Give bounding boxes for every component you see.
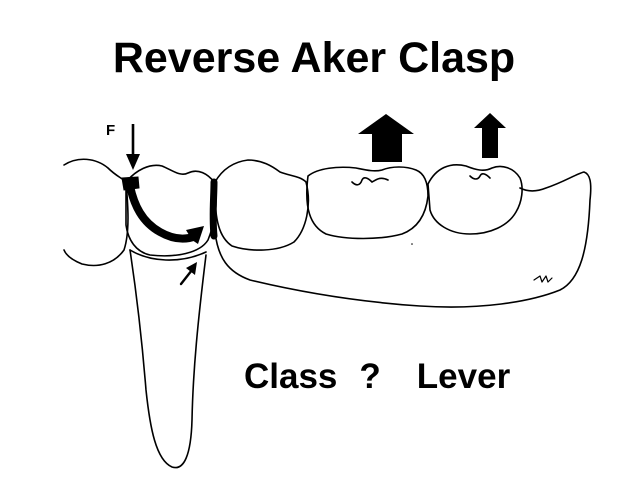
diagonal-arrow-icon xyxy=(179,262,197,286)
denture-speck xyxy=(411,243,413,245)
denture-base xyxy=(214,171,592,308)
clasp-arm-tip xyxy=(186,226,204,244)
denture-molar-one xyxy=(306,166,429,240)
down-arrow-icon xyxy=(126,124,140,170)
molar-one-fissure xyxy=(351,177,389,186)
molar-two-fissure xyxy=(469,173,491,180)
up-arrow-icon xyxy=(474,113,506,158)
caption-word-lever: Lever xyxy=(416,357,511,396)
left-neighbor-tooth xyxy=(63,158,129,267)
denture-base-mark xyxy=(533,275,553,283)
thick-up-arrow-icon xyxy=(358,114,414,162)
caption-question-mark: ? xyxy=(359,357,381,396)
force-label: F xyxy=(106,122,116,139)
abutment-tooth-root xyxy=(129,249,207,469)
minor-connector xyxy=(209,178,218,240)
caption-word-class: Class xyxy=(244,357,338,396)
slide-title: Reverse Aker Clasp xyxy=(112,34,516,82)
clasp-retentive-arm xyxy=(126,182,200,243)
abutment-cervical-line xyxy=(129,249,207,261)
denture-molar-two xyxy=(427,164,523,235)
lever-class-caption: Class? Lever xyxy=(244,357,510,397)
middle-tooth-crown xyxy=(214,159,310,251)
